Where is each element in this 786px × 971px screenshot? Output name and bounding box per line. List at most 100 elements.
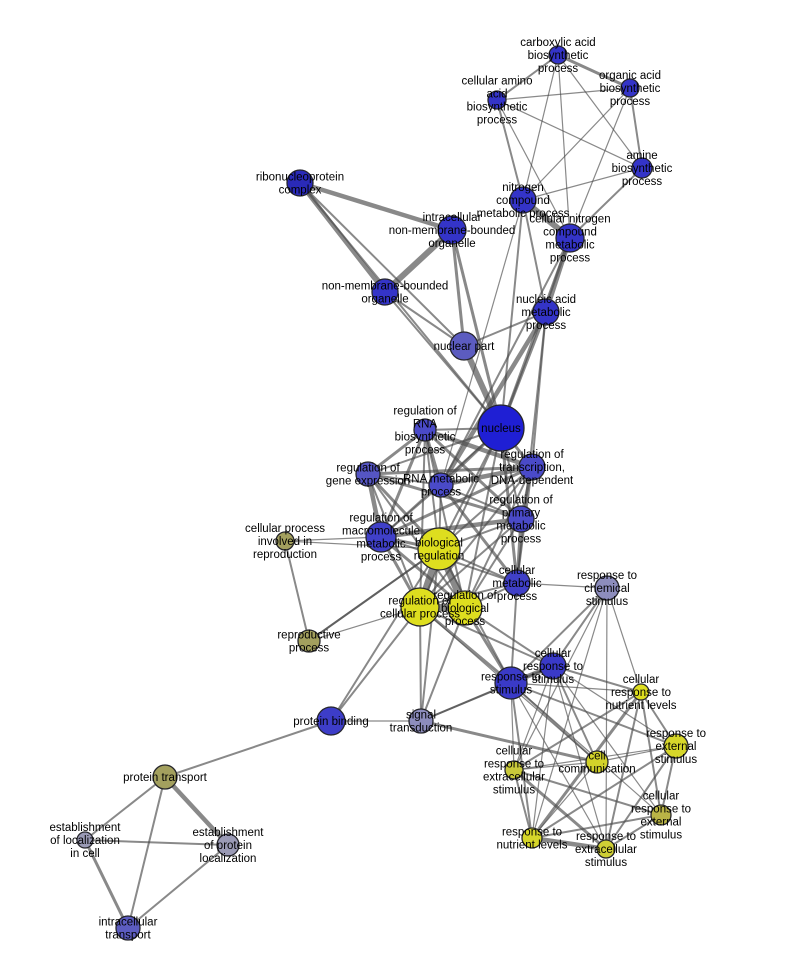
graph-edge-inmo-np (450, 228, 466, 348)
graph-edge-rs-crexs (510, 682, 662, 816)
graph-node-rge[interactable] (355, 461, 381, 487)
graph-node-rt[interactable] (518, 453, 546, 481)
graph-node-oa[interactable] (620, 78, 640, 98)
graph-edge-ca-nc (522, 54, 559, 201)
graph-edge-nuc-rcp (419, 427, 502, 608)
graph-edge-br-pb (330, 548, 440, 722)
graph-edge-inmo-nuc (450, 228, 503, 430)
graph-edge-nc-rmp (440, 199, 524, 486)
graph-edge-rrb-rpm (423, 428, 523, 521)
graph-edge-rnp-np (299, 182, 465, 347)
graph-edge-nuc-rbp (464, 427, 502, 609)
graph-node-crexs[interactable] (650, 804, 672, 826)
graph-edge-crnl-cres (513, 691, 642, 771)
graph-node-caa[interactable] (487, 90, 507, 110)
graph-edge-nam-np (463, 311, 547, 347)
graph-edge-rcs-rs (510, 587, 608, 684)
graph-edge-cmp-rcs (516, 582, 608, 589)
graph-node-elc[interactable] (76, 831, 94, 849)
graph-edge-rcp-crs (419, 606, 554, 667)
graph-node-rnl[interactable] (521, 827, 543, 849)
graph-edge-epl-elc (84, 839, 229, 846)
graph-node-rs[interactable] (494, 666, 528, 700)
graph-edge-crs-res (552, 665, 677, 747)
graph-node-nuc[interactable] (477, 404, 525, 452)
graph-edge-rcp-pb (330, 606, 421, 722)
graph-edge-rmm-rbp (379, 535, 467, 610)
graph-edge-res-rexs (605, 745, 677, 850)
graph-edge-crs-crexs (552, 665, 662, 816)
graph-node-rpm[interactable] (507, 505, 535, 533)
graph-node-crs[interactable] (539, 652, 567, 680)
graph-edge-rcs-crs (552, 587, 608, 667)
graph-node-crnl[interactable] (632, 683, 650, 701)
graph-edge-crexs-rnl (531, 814, 662, 839)
graph-edge-crs-crnl (552, 665, 642, 693)
graph-node-cpir[interactable] (275, 531, 295, 551)
graph-node-rp[interactable] (297, 629, 321, 653)
graph-edge-caa-cnc (496, 99, 571, 239)
graph-edge-ca-oa (556, 53, 632, 90)
graph-edge-pt-it (127, 776, 166, 929)
graph-node-cnc[interactable] (555, 223, 585, 253)
graph-edge-am-cnc (569, 167, 643, 239)
graph-node-pb[interactable] (316, 706, 346, 736)
graph-edge-nmo-np (384, 291, 465, 347)
graph-edge-cres-rnl (513, 769, 533, 839)
graph-node-br[interactable] (417, 527, 461, 571)
graph-node-cmp[interactable] (503, 569, 531, 597)
graph-edge-cmp-rs (510, 582, 518, 684)
graph-node-nc[interactable] (509, 186, 537, 214)
graph-node-cres[interactable] (504, 760, 524, 780)
graph-node-rnp[interactable] (286, 169, 314, 197)
graph-node-nam[interactable] (532, 298, 560, 326)
graph-edge-rmm-cpir (284, 536, 382, 542)
graph-node-rmm[interactable] (365, 521, 397, 553)
graph-node-inmo[interactable] (437, 215, 467, 245)
graph-edge-rge-rbp (367, 473, 466, 609)
graph-node-np[interactable] (449, 331, 479, 361)
graph-edge-pt-elc (84, 776, 166, 841)
graph-edge-rt-rcp (419, 466, 533, 608)
graph-edge-pt-epl (162, 774, 231, 848)
graph-edge-rnp-inmo (297, 180, 455, 233)
graph-edge-ca-cnc (557, 54, 571, 239)
graph-edge-rs-rnl (510, 682, 533, 839)
graph-node-rexs[interactable] (596, 839, 616, 859)
graph-edge-rt-rge (366, 465, 534, 476)
graph-edge-rmm-rpm (378, 516, 524, 540)
graph-node-rcp[interactable] (400, 587, 440, 627)
graph-edge-rrb-rt (422, 427, 535, 470)
graph-node-rrb[interactable] (413, 418, 437, 442)
graph-edge-rbp-st (420, 607, 466, 722)
graph-edge-caa-nc (496, 99, 524, 201)
graph-edge-nmo-nuc (384, 291, 502, 429)
graph-edge-nuc-cmp (499, 426, 519, 585)
graph-node-ca[interactable] (548, 45, 568, 65)
graph-node-rmp[interactable] (428, 472, 454, 498)
graph-edge-res-rnl (531, 745, 677, 839)
graph-node-rcs[interactable] (594, 575, 620, 601)
graph-node-am[interactable] (631, 157, 653, 179)
graph-edge-oa-cnc (569, 87, 631, 239)
graph-node-st[interactable] (408, 708, 434, 734)
graph-node-cc[interactable] (585, 750, 609, 774)
graph-edge-cc-cres (513, 761, 598, 771)
graph-edge-am-nc (522, 167, 643, 201)
graph-edge-epl-it (127, 844, 229, 929)
graph-edge-rcs-crnl (606, 587, 642, 693)
graph-node-res[interactable] (663, 733, 689, 759)
graph-node-nmo[interactable] (371, 278, 399, 306)
graph-node-it[interactable] (115, 915, 141, 941)
graph-edge-rt-rmp (438, 464, 535, 488)
graph-edge-pb-pt (164, 720, 332, 778)
graph-edge-ca-am (557, 54, 643, 169)
graph-edge-res-cc (596, 745, 677, 763)
graph-edge-rnl-rexs (529, 835, 609, 852)
graph-edge-oa-caa (496, 87, 631, 101)
graph-node-epl[interactable] (216, 833, 240, 857)
graph-edge-oa-am (629, 87, 643, 169)
graph-node-pt[interactable] (152, 764, 178, 790)
graph-node-rbp[interactable] (447, 590, 483, 626)
